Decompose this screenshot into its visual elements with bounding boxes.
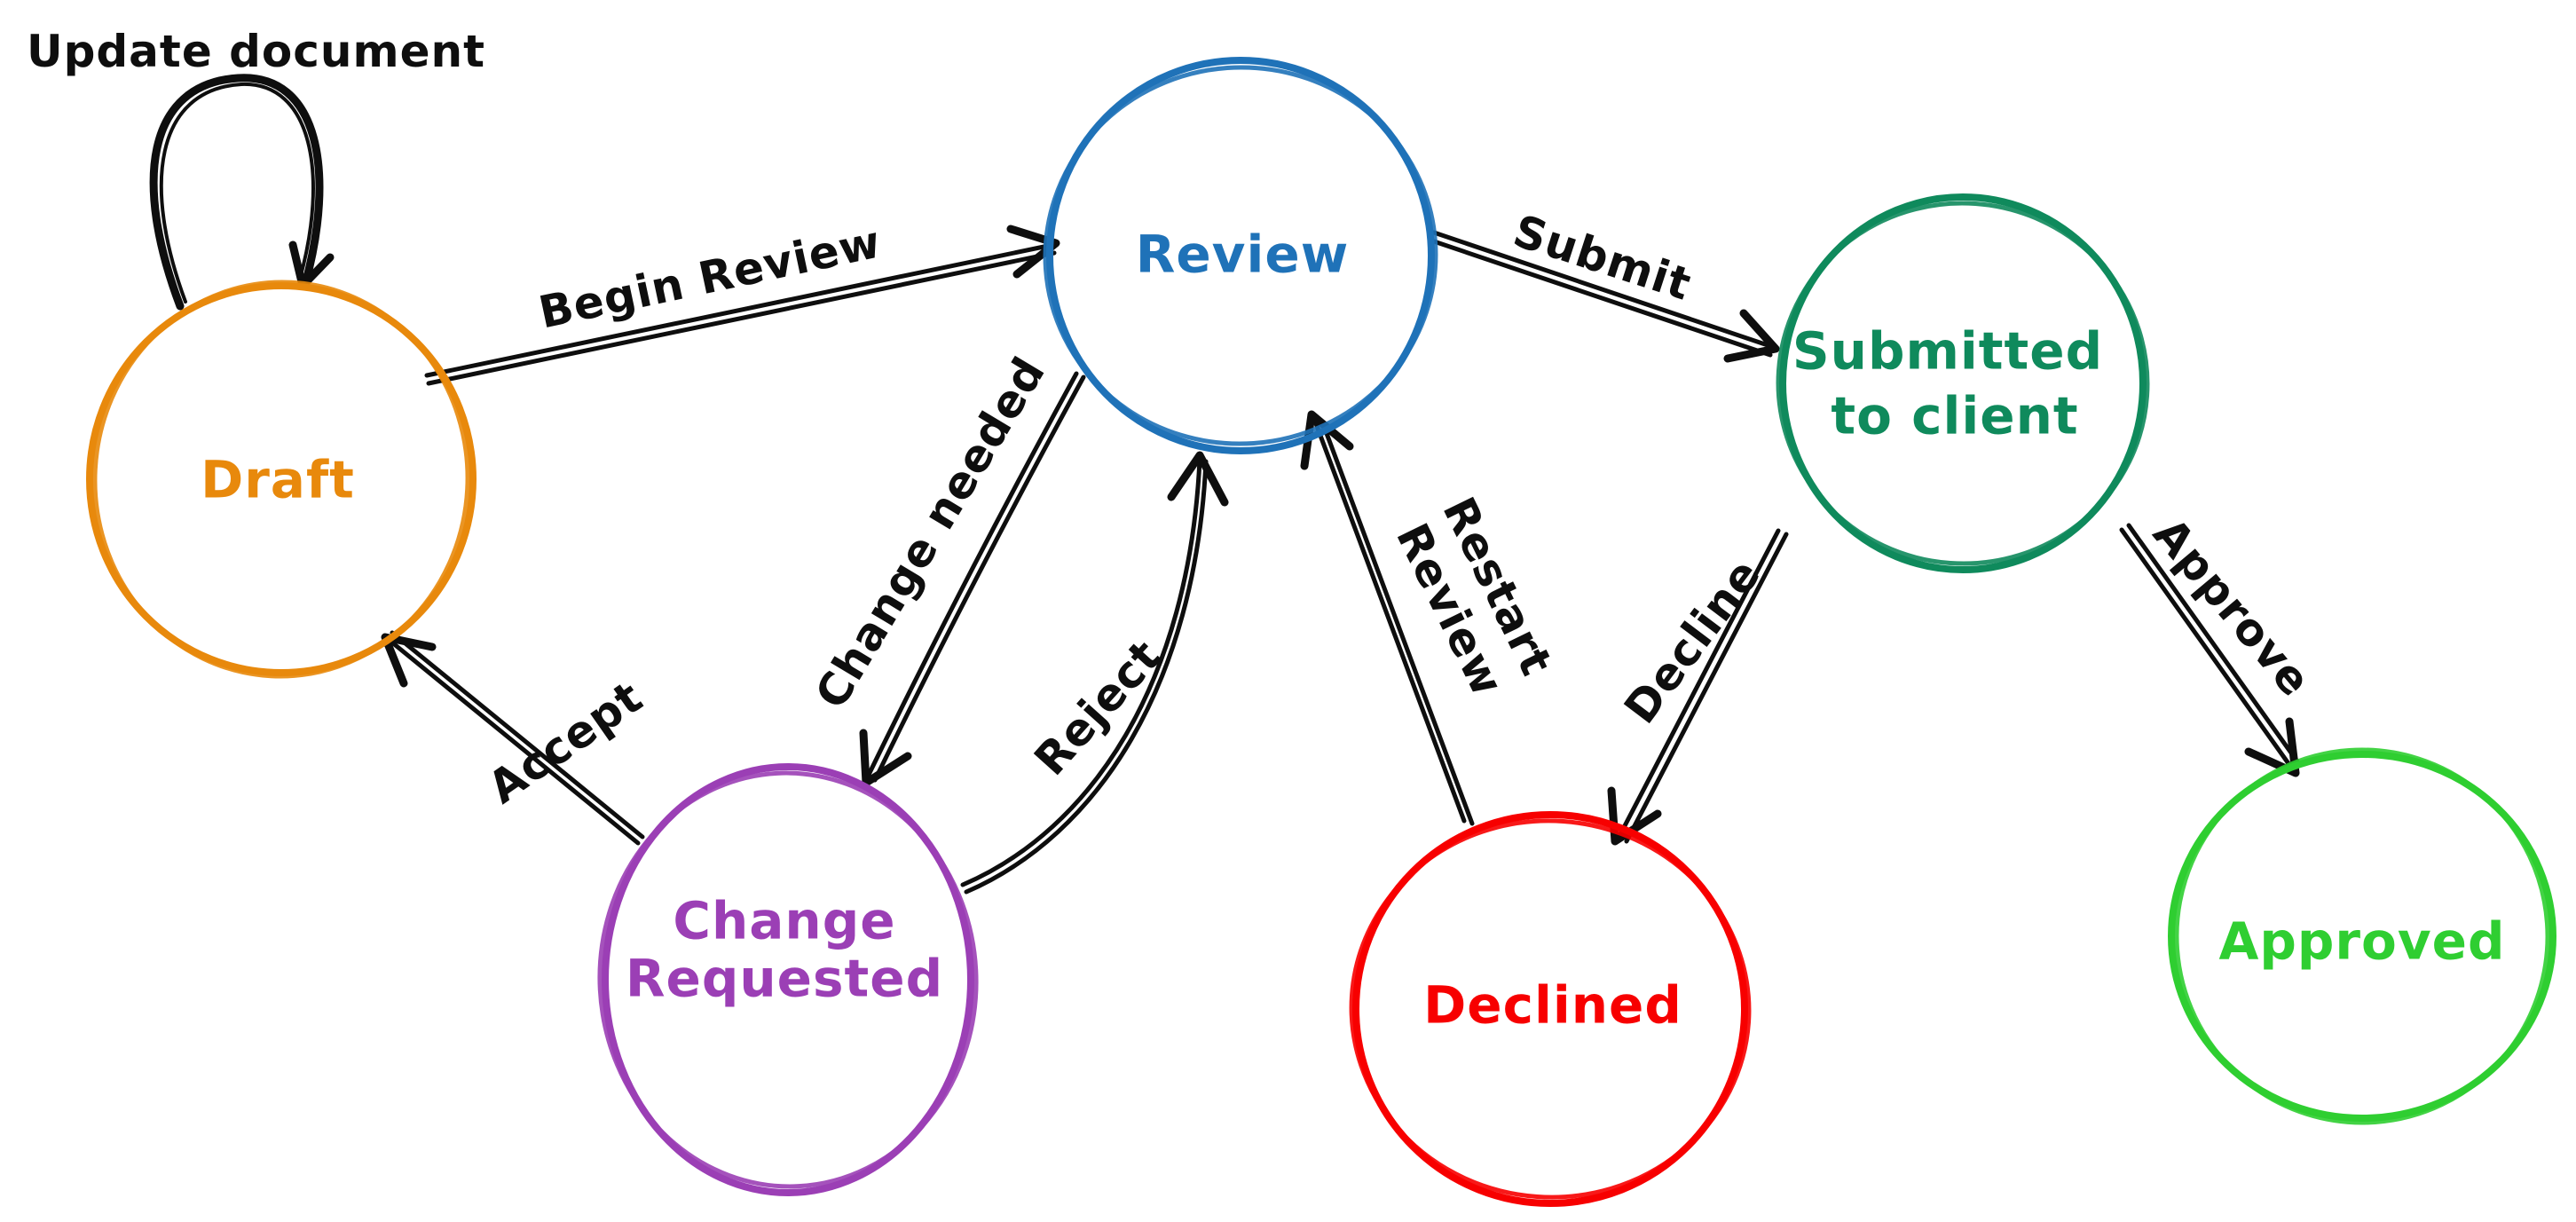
reject-line: [960, 457, 1202, 887]
transition-decline[interactable]: Decline: [1607, 528, 1789, 846]
change-needed-line: [865, 371, 1079, 779]
transition-accept[interactable]: Accept: [381, 630, 652, 846]
restart-review-line-sketch: [1320, 419, 1475, 826]
change-needed-line-sketch: [872, 374, 1086, 783]
submit-label: Submit: [1508, 205, 1698, 311]
review-circle: [1046, 57, 1435, 454]
approve-line: [2119, 527, 2295, 771]
change-requested-circle-sketch: [597, 770, 979, 1189]
draft-circle: [86, 282, 477, 676]
state-change-requested[interactable]: Change Requested: [589, 763, 987, 1196]
draft-circle-sketch: [92, 280, 470, 679]
transition-restart-review[interactable]: Restart Review: [1300, 410, 1563, 826]
update-document-loop-line: [149, 74, 324, 311]
reject-line-sketch: [964, 459, 1209, 895]
submit-line: [1431, 230, 1776, 350]
restart-review-line: [1312, 416, 1467, 824]
declined-circle: [1352, 811, 1748, 1207]
restart-review-arrowhead: [1300, 410, 1354, 470]
change-needed-arrowhead: [859, 729, 912, 787]
review-circle-sketch: [1043, 65, 1438, 446]
change-needed-label: Change needed: [806, 348, 1056, 717]
accept-line-sketch: [390, 630, 645, 840]
approve-line-sketch: [2126, 523, 2302, 767]
declined-circle-sketch: [1349, 818, 1752, 1200]
submitted-label-line1: Submitted: [1792, 320, 2103, 381]
accept-line: [385, 636, 641, 846]
transition-update-document[interactable]: Update document: [27, 26, 485, 311]
approved-circle-sketch: [2174, 747, 2550, 1125]
change-requested-label-line1: Change: [673, 890, 895, 950]
begin-review-arrowhead: [1006, 225, 1060, 279]
begin-review-label: Begin Review: [534, 216, 886, 338]
accept-arrowhead: [381, 633, 437, 688]
accept-label: Accept: [479, 671, 652, 814]
transition-begin-review[interactable]: Begin Review: [424, 216, 1060, 386]
change-requested-label-line2: Requested: [626, 948, 943, 1008]
decline-label: Decline: [1614, 549, 1770, 733]
change-requested-circle: [602, 763, 974, 1196]
decline-line-sketch: [1624, 532, 1789, 844]
submitted-circle-sketch: [1776, 201, 2150, 566]
reject-arrowhead: [1167, 451, 1229, 507]
update-document-loop-line-sketch: [159, 82, 315, 304]
approved-label: Approved: [2218, 911, 2505, 971]
transition-submit[interactable]: Submit: [1429, 205, 1780, 363]
submit-arrowhead: [1723, 309, 1780, 363]
decline-line: [1616, 528, 1781, 840]
begin-review-line: [424, 242, 1055, 378]
transition-reject[interactable]: Reject: [960, 451, 1229, 895]
state-review[interactable]: Review: [1033, 54, 1449, 457]
state-approved[interactable]: Approved: [2164, 737, 2560, 1135]
submitted-label-line2: to client: [1831, 385, 2078, 445]
decline-arrowhead: [1607, 786, 1662, 846]
approve-arrowhead: [2244, 717, 2300, 777]
state-declined[interactable]: Declined: [1339, 808, 1761, 1210]
begin-review-line-sketch: [426, 250, 1057, 386]
update-document-label: Update document: [27, 26, 485, 77]
draft-label: Draft: [201, 449, 355, 509]
approved-circle: [2168, 751, 2556, 1122]
state-submitted-to-client[interactable]: Submitted to client: [1766, 191, 2159, 576]
approve-label: Approve: [2143, 509, 2320, 706]
submit-line-sketch: [1429, 238, 1773, 358]
declined-label: Declined: [1423, 974, 1682, 1035]
submitted-circle: [1779, 193, 2147, 573]
transition-approve[interactable]: Approve: [2119, 509, 2321, 777]
state-draft[interactable]: Draft: [85, 272, 478, 685]
transition-change-needed[interactable]: Change needed: [806, 348, 1086, 787]
review-label: Review: [1136, 224, 1350, 284]
